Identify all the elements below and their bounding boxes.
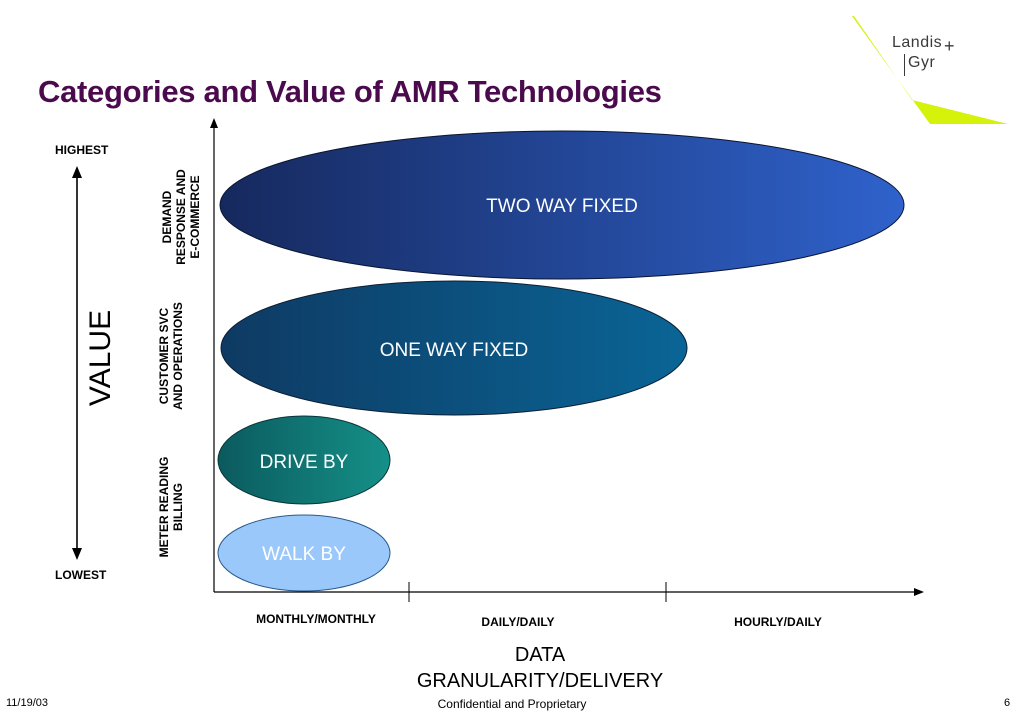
x-axis-title-line2: GRANULARITY/DELIVERY <box>416 670 664 692</box>
y-axis-arrowhead <box>210 118 218 128</box>
x-category-daily: DAILY/DAILY <box>481 615 555 629</box>
label-drive-by: DRIVE BY <box>260 452 349 473</box>
y-category-demand-line3: E-COMMERCE <box>188 175 202 259</box>
y-category-customer-svc: CUSTOMER SVC AND OPERATIONS <box>157 286 187 426</box>
ellipse-one-way-fixed <box>220 280 688 416</box>
y-axis-lowest-label: LOWEST <box>55 568 107 582</box>
value-axis-label: VALUE <box>84 309 117 407</box>
footer-date: 11/19/03 <box>6 697 49 709</box>
value-arrow-top-head <box>72 166 82 178</box>
y-category-demand-response: DEMAND RESPONSE AND E-COMMERCE <box>160 147 204 287</box>
x-category-hourly: HOURLY/DAILY <box>734 615 822 629</box>
y-category-meter-line1: METER READING <box>157 456 171 558</box>
y-category-customer-line2: AND OPERATIONS <box>171 302 185 410</box>
y-category-demand-line1: DEMAND <box>160 190 174 244</box>
label-walk-by: WALK BY <box>262 544 346 565</box>
label-two-way-fixed: TWO WAY FIXED <box>486 196 638 217</box>
logo-divider <box>904 54 905 76</box>
slide-title: Categories and Value of AMR Technologies <box>38 74 662 109</box>
y-category-customer-line1: CUSTOMER SVC <box>157 307 171 405</box>
x-axis-arrowhead <box>914 588 924 596</box>
x-axis-title-line1: DATA <box>514 644 566 666</box>
x-category-monthly: MONTHLY/MONTHLY <box>256 612 376 626</box>
x-axis-title: DATA GRANULARITY/DELIVERY <box>380 642 700 694</box>
y-category-demand-line2: RESPONSE AND <box>174 169 188 265</box>
logo-plus: + <box>944 36 955 56</box>
logo-word-landis: Landis <box>892 34 943 51</box>
ellipse-walk-by <box>217 514 391 592</box>
logo-word-gyr: Gyr <box>908 54 936 71</box>
value-arrow-bottom-head <box>72 548 82 560</box>
ellipse-two-way-fixed <box>219 130 905 280</box>
ellipse-drive-by <box>217 415 391 505</box>
footer-page-number: 6 <box>1004 697 1011 709</box>
y-category-meter-reading: METER READING BILLING <box>157 437 187 577</box>
y-axis-highest-label: HIGHEST <box>55 143 109 157</box>
label-one-way-fixed: ONE WAY FIXED <box>380 340 529 361</box>
footer-confidential: Confidential and Proprietary <box>437 697 587 711</box>
y-category-meter-line2: BILLING <box>171 483 185 531</box>
